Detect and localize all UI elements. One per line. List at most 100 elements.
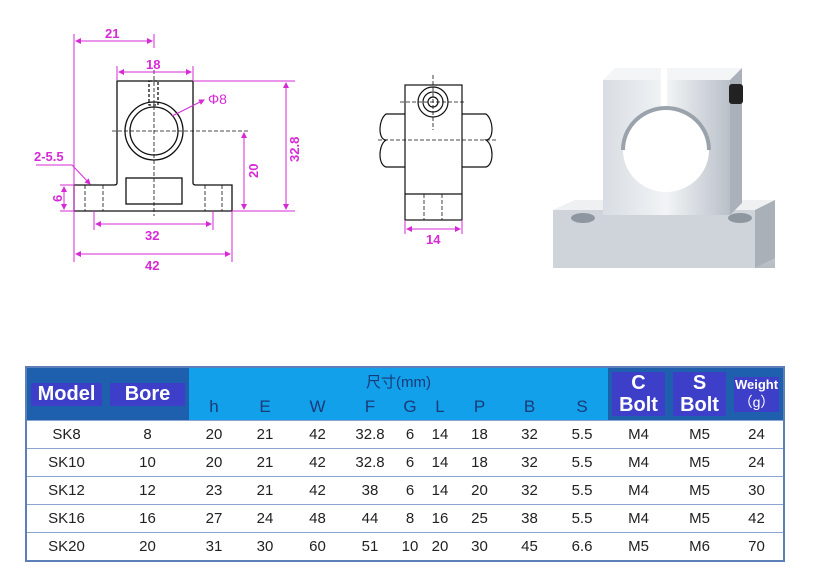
table-cell: 32.8	[344, 420, 396, 449]
dim-42: 42	[145, 258, 159, 273]
table-cell: 24	[730, 420, 784, 449]
table-cell: 23	[189, 476, 239, 505]
table-cell: 5.5	[556, 420, 609, 449]
table-cell: SK20	[26, 532, 106, 561]
table-cell: 30	[730, 476, 784, 505]
table-cell: 30	[239, 532, 291, 561]
table-cell: M5	[608, 532, 670, 561]
table-cell: 38	[344, 476, 396, 505]
table-cell: 60	[291, 532, 344, 561]
table-cell: M4	[608, 504, 670, 533]
dim-32-8: 32.8	[287, 137, 302, 162]
table-cell: 18	[456, 420, 503, 449]
dim-20: 20	[246, 164, 261, 178]
table-cell: 21	[239, 448, 291, 477]
table-cell: 30	[456, 532, 503, 561]
table-cell: M5	[669, 420, 731, 449]
table-cell: 20	[424, 532, 456, 561]
table-cell: 70	[730, 532, 784, 561]
table-cell: 42	[291, 420, 344, 449]
table-cell: 14	[424, 476, 456, 505]
table-cell: SK12	[26, 476, 106, 505]
table-cell: 6.6	[556, 532, 609, 561]
table-cell: 14	[424, 448, 456, 477]
table-cell: 6	[396, 420, 424, 449]
dim-32: 32	[145, 228, 159, 243]
header-bore: Bore	[106, 367, 189, 421]
side-view-dimensions	[404, 220, 463, 234]
table-cell: 25	[456, 504, 503, 533]
table-cell: SK10	[26, 448, 106, 477]
header-model: Model	[26, 367, 106, 421]
product-photo	[553, 68, 775, 268]
table-cell: 32	[503, 476, 556, 505]
table-cell: 27	[189, 504, 239, 533]
table-cell: 32.8	[344, 448, 396, 477]
dim-14: 14	[426, 232, 441, 247]
table-cell: 51	[344, 532, 396, 561]
table-cell: M5	[669, 504, 731, 533]
dim-18: 18	[146, 57, 160, 72]
table-cell: 8	[396, 504, 424, 533]
table-cell: 45	[503, 532, 556, 561]
table-cell: 31	[189, 532, 239, 561]
header-b: B	[503, 394, 556, 421]
table-cell: 5.5	[556, 476, 609, 505]
table-cell: 14	[424, 420, 456, 449]
table-cell: 16	[424, 504, 456, 533]
dim-bore: Φ8	[208, 91, 227, 107]
table-cell: M5	[669, 448, 731, 477]
front-view-dimensions	[36, 34, 295, 262]
header-s: S	[556, 394, 609, 421]
table-cell: 42	[291, 476, 344, 505]
header-h: h	[189, 394, 239, 421]
drawings: 21 18 Φ8 2-5.5 6 20 32.8 32 42 14	[34, 26, 775, 273]
header-p: P	[456, 394, 503, 421]
table-cell: 44	[344, 504, 396, 533]
table-cell: 12	[106, 476, 189, 505]
table-cell: 16	[106, 504, 189, 533]
table-cell: 38	[503, 504, 556, 533]
table-cell: 21	[239, 476, 291, 505]
table-cell: M6	[669, 532, 731, 561]
header-l: L	[424, 394, 456, 421]
table-cell: M4	[608, 448, 670, 477]
table-cell: 5.5	[556, 448, 609, 477]
table-cell: 24	[239, 504, 291, 533]
table-cell: 10	[106, 448, 189, 477]
table-cell: SK16	[26, 504, 106, 533]
table-cell: 8	[106, 420, 189, 449]
table-cell: 32	[503, 448, 556, 477]
table-cell: 32	[503, 420, 556, 449]
header-w: W	[291, 394, 344, 421]
dim-21: 21	[105, 26, 119, 41]
table-cell: 21	[239, 420, 291, 449]
header-f: F	[344, 394, 396, 421]
header-dimensions-group: 尺寸(mm)	[189, 367, 609, 394]
table-cell: 6	[396, 476, 424, 505]
dim-holes: 2-5.5	[34, 149, 64, 164]
table-cell: 42	[291, 448, 344, 477]
table-cell: 5.5	[556, 504, 609, 533]
table-cell: SK8	[26, 420, 106, 449]
table-cell: 20	[189, 448, 239, 477]
table-cell: 20	[456, 476, 503, 505]
side-view-drawing	[378, 75, 498, 221]
header-weight: Weight（g）	[730, 367, 784, 421]
table-cell: 20	[189, 420, 239, 449]
table-cell: 10	[396, 532, 424, 561]
table-cell: M5	[669, 476, 731, 505]
header-g: G	[396, 394, 424, 421]
table-cell: 20	[106, 532, 189, 561]
table-cell: 24	[730, 448, 784, 477]
table-cell: 48	[291, 504, 344, 533]
table-cell: M4	[608, 476, 670, 505]
